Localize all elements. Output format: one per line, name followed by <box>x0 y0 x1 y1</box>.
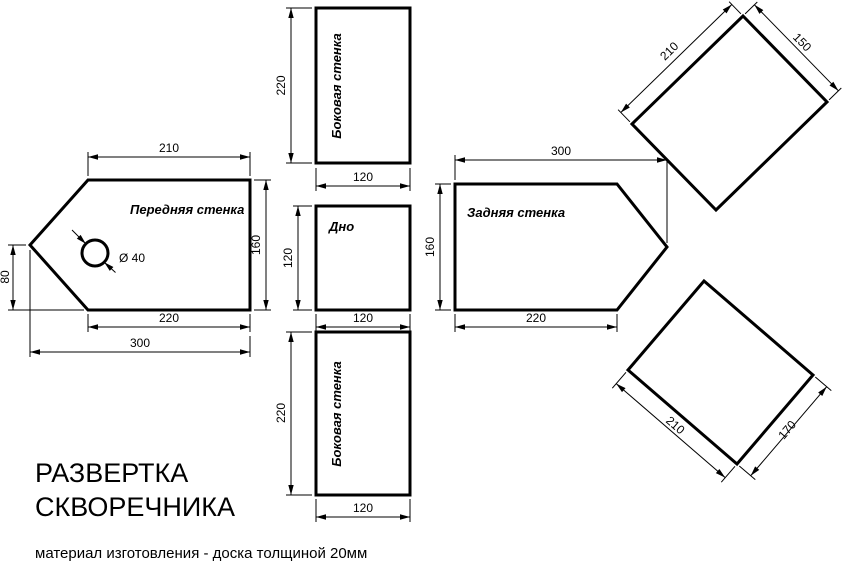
dimension-line <box>750 386 828 477</box>
extension-lines <box>744 1 842 101</box>
dim-value: 150 <box>790 30 814 54</box>
dim-value: 210 <box>657 39 681 63</box>
dim-side-top-width: 120 <box>315 168 411 191</box>
dim-hole-diameter: Ø 40 <box>71 229 145 273</box>
dimension-line <box>615 383 726 478</box>
side-wall-top-label: Боковая стенка <box>329 33 344 139</box>
part-side-wall-bottom: Боковая стенка 220 120 <box>274 330 412 522</box>
drawing-title-line1: РАЗВЕРТКА <box>35 458 188 488</box>
side-wall-top-outline <box>314 6 412 165</box>
dim-back-top: 300 <box>454 144 668 243</box>
dim-bottom-height: 120 <box>281 205 312 311</box>
extension-lines <box>286 331 312 496</box>
back-wall-outline <box>453 182 669 312</box>
material-note: материал изготовления - доска толщиной 2… <box>35 545 367 562</box>
entrance-hole <box>80 238 110 268</box>
leader-line <box>71 229 87 245</box>
dim-front-total: 300 <box>29 250 251 357</box>
front-wall-label: Передняя стенка <box>130 202 244 217</box>
bottom-label: Дно <box>328 219 354 234</box>
part-bottom: Дно 120 120 <box>281 204 412 332</box>
side-wall-bottom-outline <box>314 330 412 497</box>
dim-back-bottom: 220 <box>454 311 618 332</box>
dim-value: 220 <box>526 311 546 325</box>
dim-side-bottom-height: 220 <box>274 331 312 496</box>
dimension-line <box>754 4 839 92</box>
dim-side-top-height: 220 <box>274 7 312 164</box>
dim-value: 120 <box>353 311 373 325</box>
part-roof-bottom: 210 170 <box>611 278 832 483</box>
dim-value: 170 <box>775 417 799 442</box>
bottom-outline <box>314 204 412 312</box>
extension-lines <box>293 205 312 311</box>
title-block: РАЗВЕРТКА СКВОРЕЧНИКА <box>35 458 235 522</box>
dim-value: 220 <box>159 311 179 325</box>
dim-value: Ø 40 <box>119 251 145 265</box>
dim-value: 220 <box>274 75 288 95</box>
dim-value: 120 <box>353 501 373 515</box>
dimension-line <box>620 4 733 113</box>
part-back-wall: Задняя стенка 300 160 220 <box>423 144 669 332</box>
side-wall-bottom-label: Боковая стенка <box>329 361 344 467</box>
dim-value: 120 <box>281 248 295 268</box>
dim-front-top: 210 <box>87 141 251 176</box>
dim-front-left: 80 <box>0 244 84 311</box>
dim-bottom-width: 120 <box>315 311 411 332</box>
extension-lines <box>617 1 742 123</box>
dim-front-bottom: 220 <box>87 311 251 332</box>
leader-line <box>103 261 116 273</box>
extension-lines <box>738 376 832 480</box>
extension-lines <box>286 7 312 164</box>
dim-value: 120 <box>353 170 373 184</box>
dim-side-bottom-width: 120 <box>315 499 411 522</box>
part-side-wall-top: Боковая стенка 220 120 <box>274 6 412 191</box>
drawing-title-line2: СКВОРЕЧНИКА <box>35 492 235 522</box>
front-wall-outline <box>27 178 252 312</box>
dim-back-left: 160 <box>423 183 451 311</box>
dim-value: 160 <box>249 235 263 255</box>
part-front-wall: Передняя стенка Ø 40 210 160 220 300 <box>0 141 271 357</box>
dim-value: 210 <box>159 141 179 155</box>
dim-value: 300 <box>551 144 571 158</box>
dim-front-right: 160 <box>249 179 271 311</box>
dim-value: 300 <box>130 336 150 350</box>
dim-value: 160 <box>423 237 437 257</box>
dim-value: 80 <box>0 270 12 284</box>
extension-lines <box>87 152 251 176</box>
back-wall-label: Задняя стенка <box>467 205 565 220</box>
extension-lines <box>611 371 736 483</box>
dim-value: 220 <box>274 403 288 423</box>
extension-lines <box>29 250 251 357</box>
extension-lines <box>435 183 451 311</box>
part-roof-top: 210 150 <box>617 1 842 213</box>
